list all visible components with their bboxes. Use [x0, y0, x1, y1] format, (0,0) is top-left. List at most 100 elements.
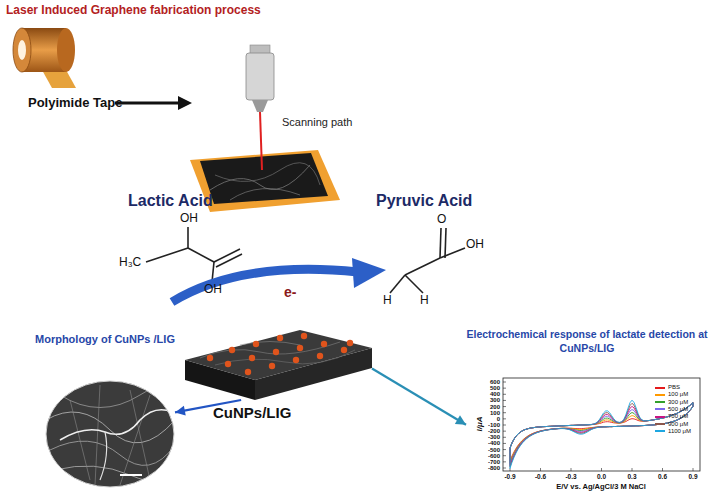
tick-mark: [503, 443, 506, 444]
part-name: Polyimide Tape: [28, 96, 122, 111]
tick-label: -0.6: [535, 473, 546, 480]
tick-mark: [503, 412, 506, 413]
legend-swatch: [655, 416, 665, 418]
tick-label: -200: [488, 428, 500, 435]
tick-mark: [503, 400, 506, 401]
tick-mark: [503, 468, 506, 469]
atom-label: OH: [180, 212, 198, 226]
connector-arrow: [175, 400, 241, 415]
legend-text: 900 μM: [668, 421, 688, 428]
connector-line: [372, 369, 466, 425]
legend-swatch: [655, 387, 665, 389]
tick-mark: [601, 468, 602, 471]
tick-mark: [540, 468, 541, 471]
legend-text: 100 μM: [668, 391, 688, 398]
axis-title: I/μA: [475, 416, 484, 431]
node-label: CuNPs/LIG: [213, 404, 291, 421]
atom-label: H: [383, 294, 392, 308]
laser-setup: [190, 45, 340, 212]
tick-mark: [503, 382, 506, 383]
process-arrow: [115, 96, 192, 110]
axis-title: E/V vs. Ag/AgCl/3 M NaCl: [556, 483, 646, 492]
node-label: Morphology of CuNPs /LIG: [35, 333, 175, 345]
tick-label: -600: [488, 452, 500, 459]
figure-title: Laser Induced Graphene fabrication proce…: [6, 4, 261, 18]
tick-mark: [662, 468, 663, 471]
tick-label: 200: [490, 403, 500, 410]
legend-swatch: [655, 408, 665, 410]
cv-curve: [510, 403, 693, 466]
tick-mark: [503, 431, 506, 432]
connector-arrow: [372, 369, 466, 425]
tick-label: 100: [490, 409, 500, 416]
tick-mark: [503, 425, 506, 426]
arrow-head: [455, 415, 466, 424]
tick-mark: [693, 468, 694, 471]
legend-text: 500 μM: [668, 406, 688, 413]
legend-swatch: [655, 430, 665, 432]
tick-label: -100: [488, 422, 500, 429]
atom-label: OH: [204, 283, 222, 297]
electron-label: e-: [284, 284, 296, 300]
tick-mark: [503, 455, 506, 456]
connector-line: [175, 400, 241, 412]
cv-curve: [510, 400, 693, 468]
tick-label: -500: [488, 446, 500, 453]
tick-label: 500: [490, 385, 500, 392]
sem-image: [46, 381, 176, 487]
arrow-head: [175, 406, 186, 416]
tick-mark: [503, 388, 506, 389]
legend-swatch: [655, 423, 665, 425]
legend-text: 1100 μM: [668, 428, 691, 435]
sem-panel: Morphology of CuNPs /LIG: [45, 380, 175, 488]
tick-label: 0.9: [688, 473, 697, 480]
compound-name: Pyruvic Acid: [376, 192, 472, 210]
tick-label: -700: [488, 458, 500, 465]
tick-mark: [503, 394, 506, 395]
electrode-node: CuNPs/LIG: [185, 330, 372, 400]
tick-label: 0.0: [597, 473, 606, 480]
cv-curve: [510, 403, 693, 468]
pyruvic-acid-structure: [390, 228, 465, 293]
compound-name: Lactic Acid: [128, 192, 213, 210]
legend-text: 700 μM: [668, 413, 688, 420]
tick-mark: [632, 468, 633, 471]
tick-label: 400: [490, 391, 500, 398]
tick-label: 300: [490, 397, 500, 404]
electrode-slab: [185, 330, 372, 400]
atom-label: H: [420, 294, 429, 308]
legend-swatch: [655, 401, 665, 403]
tick-label: -400: [488, 440, 500, 447]
tick-mark: [503, 461, 506, 462]
part-name: Scanning path: [282, 116, 352, 129]
tick-label: 0.3: [627, 473, 636, 480]
electron-transfer-arrow: [172, 258, 386, 302]
tick-label: 0: [497, 415, 500, 422]
lactic-acid-structure: [146, 227, 242, 282]
tick-label: -800: [488, 465, 500, 472]
tick-mark: [503, 437, 506, 438]
tick-label: 600: [490, 379, 500, 386]
legend-swatch: [655, 394, 665, 396]
tick-mark: [503, 406, 506, 407]
atom-label: OH: [466, 238, 484, 252]
tick-mark: [503, 449, 506, 450]
legend-text: 300 μM: [668, 399, 688, 406]
tick-mark: [571, 468, 572, 471]
atom-label: H₃C: [119, 256, 141, 270]
cv-plot: [503, 378, 700, 471]
cv-curve: [510, 403, 693, 464]
node-label: Electrochemical response of lactate dete…: [460, 328, 714, 355]
tick-label: -300: [488, 434, 500, 441]
tape-roll: [13, 28, 76, 88]
tick-label: -0.3: [565, 473, 576, 480]
cv-curve: [510, 403, 693, 465]
atom-label: O: [437, 213, 446, 227]
legend-text: PBS: [668, 384, 680, 391]
tick-mark: [503, 418, 506, 419]
tick-label: -0.9: [504, 473, 515, 480]
tick-label: 0.6: [658, 473, 667, 480]
